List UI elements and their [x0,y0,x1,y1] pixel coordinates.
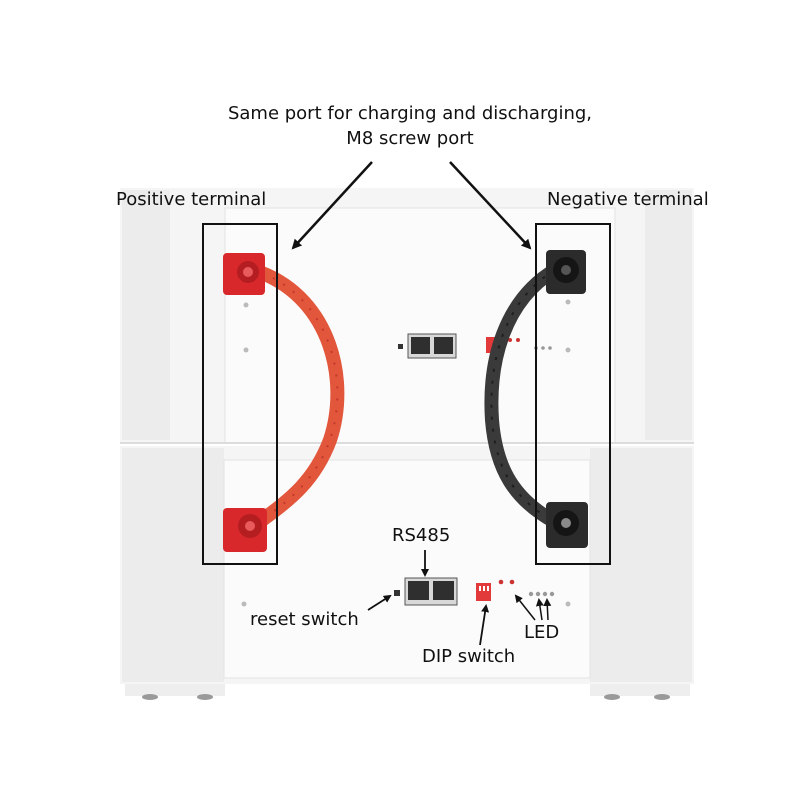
reset-button-icon [394,590,400,596]
upper-battery-module [120,188,694,444]
led-indicator-icon [509,579,515,585]
foot-pad [604,694,620,700]
reset-switch-label: reset switch [250,609,359,630]
left-foot [125,684,225,696]
led-indicator-icon [528,591,534,597]
right-foot [590,684,690,696]
ethernet-port-icon [407,333,457,359]
callout-arrow-negative-port [449,161,532,250]
screw-dot [241,601,247,607]
callout-arrow-led-1 [514,594,536,621]
negative-cable-texture [490,269,556,523]
upper-right-side-panel [645,190,692,440]
ethernet-port-icon [404,577,458,606]
led-indicator-icon [542,591,548,597]
negative-cable-assembly [484,250,588,548]
led-indicator-icon [535,591,541,597]
led-indicator-icon [549,591,555,597]
rs485-label: RS485 [392,525,451,546]
m8-screw-icon [223,508,267,552]
screw-dot [565,299,571,305]
led-indicator-icon [508,338,512,342]
negative-terminal-label: Negative terminal [547,189,709,210]
screw-dot [243,347,249,353]
dip-switch-icon [476,583,491,601]
title-line-1: Same port for charging and discharging, [227,103,593,124]
m8-screw-icon [223,253,265,295]
callout-arrow-positive-port [291,161,373,250]
lower-battery-module [120,446,694,700]
callout-arrow-led-2 [535,598,544,621]
led-label: LED [524,622,560,643]
negative-terminal-highlight-box [535,223,611,565]
reset-button-icon [398,344,403,349]
positive-terminal-highlight-box [202,223,278,565]
m8-screw-icon [546,502,588,548]
foot-pad [654,694,670,700]
upper-left-side-panel [122,190,170,440]
callout-arrow-led-3 [543,598,552,621]
positive-cable [255,266,345,527]
upper-front-panel [224,207,616,444]
positive-cable-assembly [223,253,345,552]
led-indicator-icon [516,338,520,342]
screw-dot [243,302,249,308]
led-indicator-icon [498,579,504,585]
positive-terminal-label: Positive terminal [116,189,267,210]
screw-dot [565,601,571,607]
led-indicator-icon [541,346,545,350]
screw-dot [565,347,571,353]
foot-pad [197,694,213,700]
led-indicator-icon [548,346,552,350]
callout-arrow-dip [479,604,490,646]
dip-switch-label: DIP switch [422,646,516,667]
callout-arrow-reset [367,594,392,611]
foot-pad [142,694,158,700]
title-line-2: M8 screw port [346,128,474,149]
m8-screw-icon [546,250,586,294]
